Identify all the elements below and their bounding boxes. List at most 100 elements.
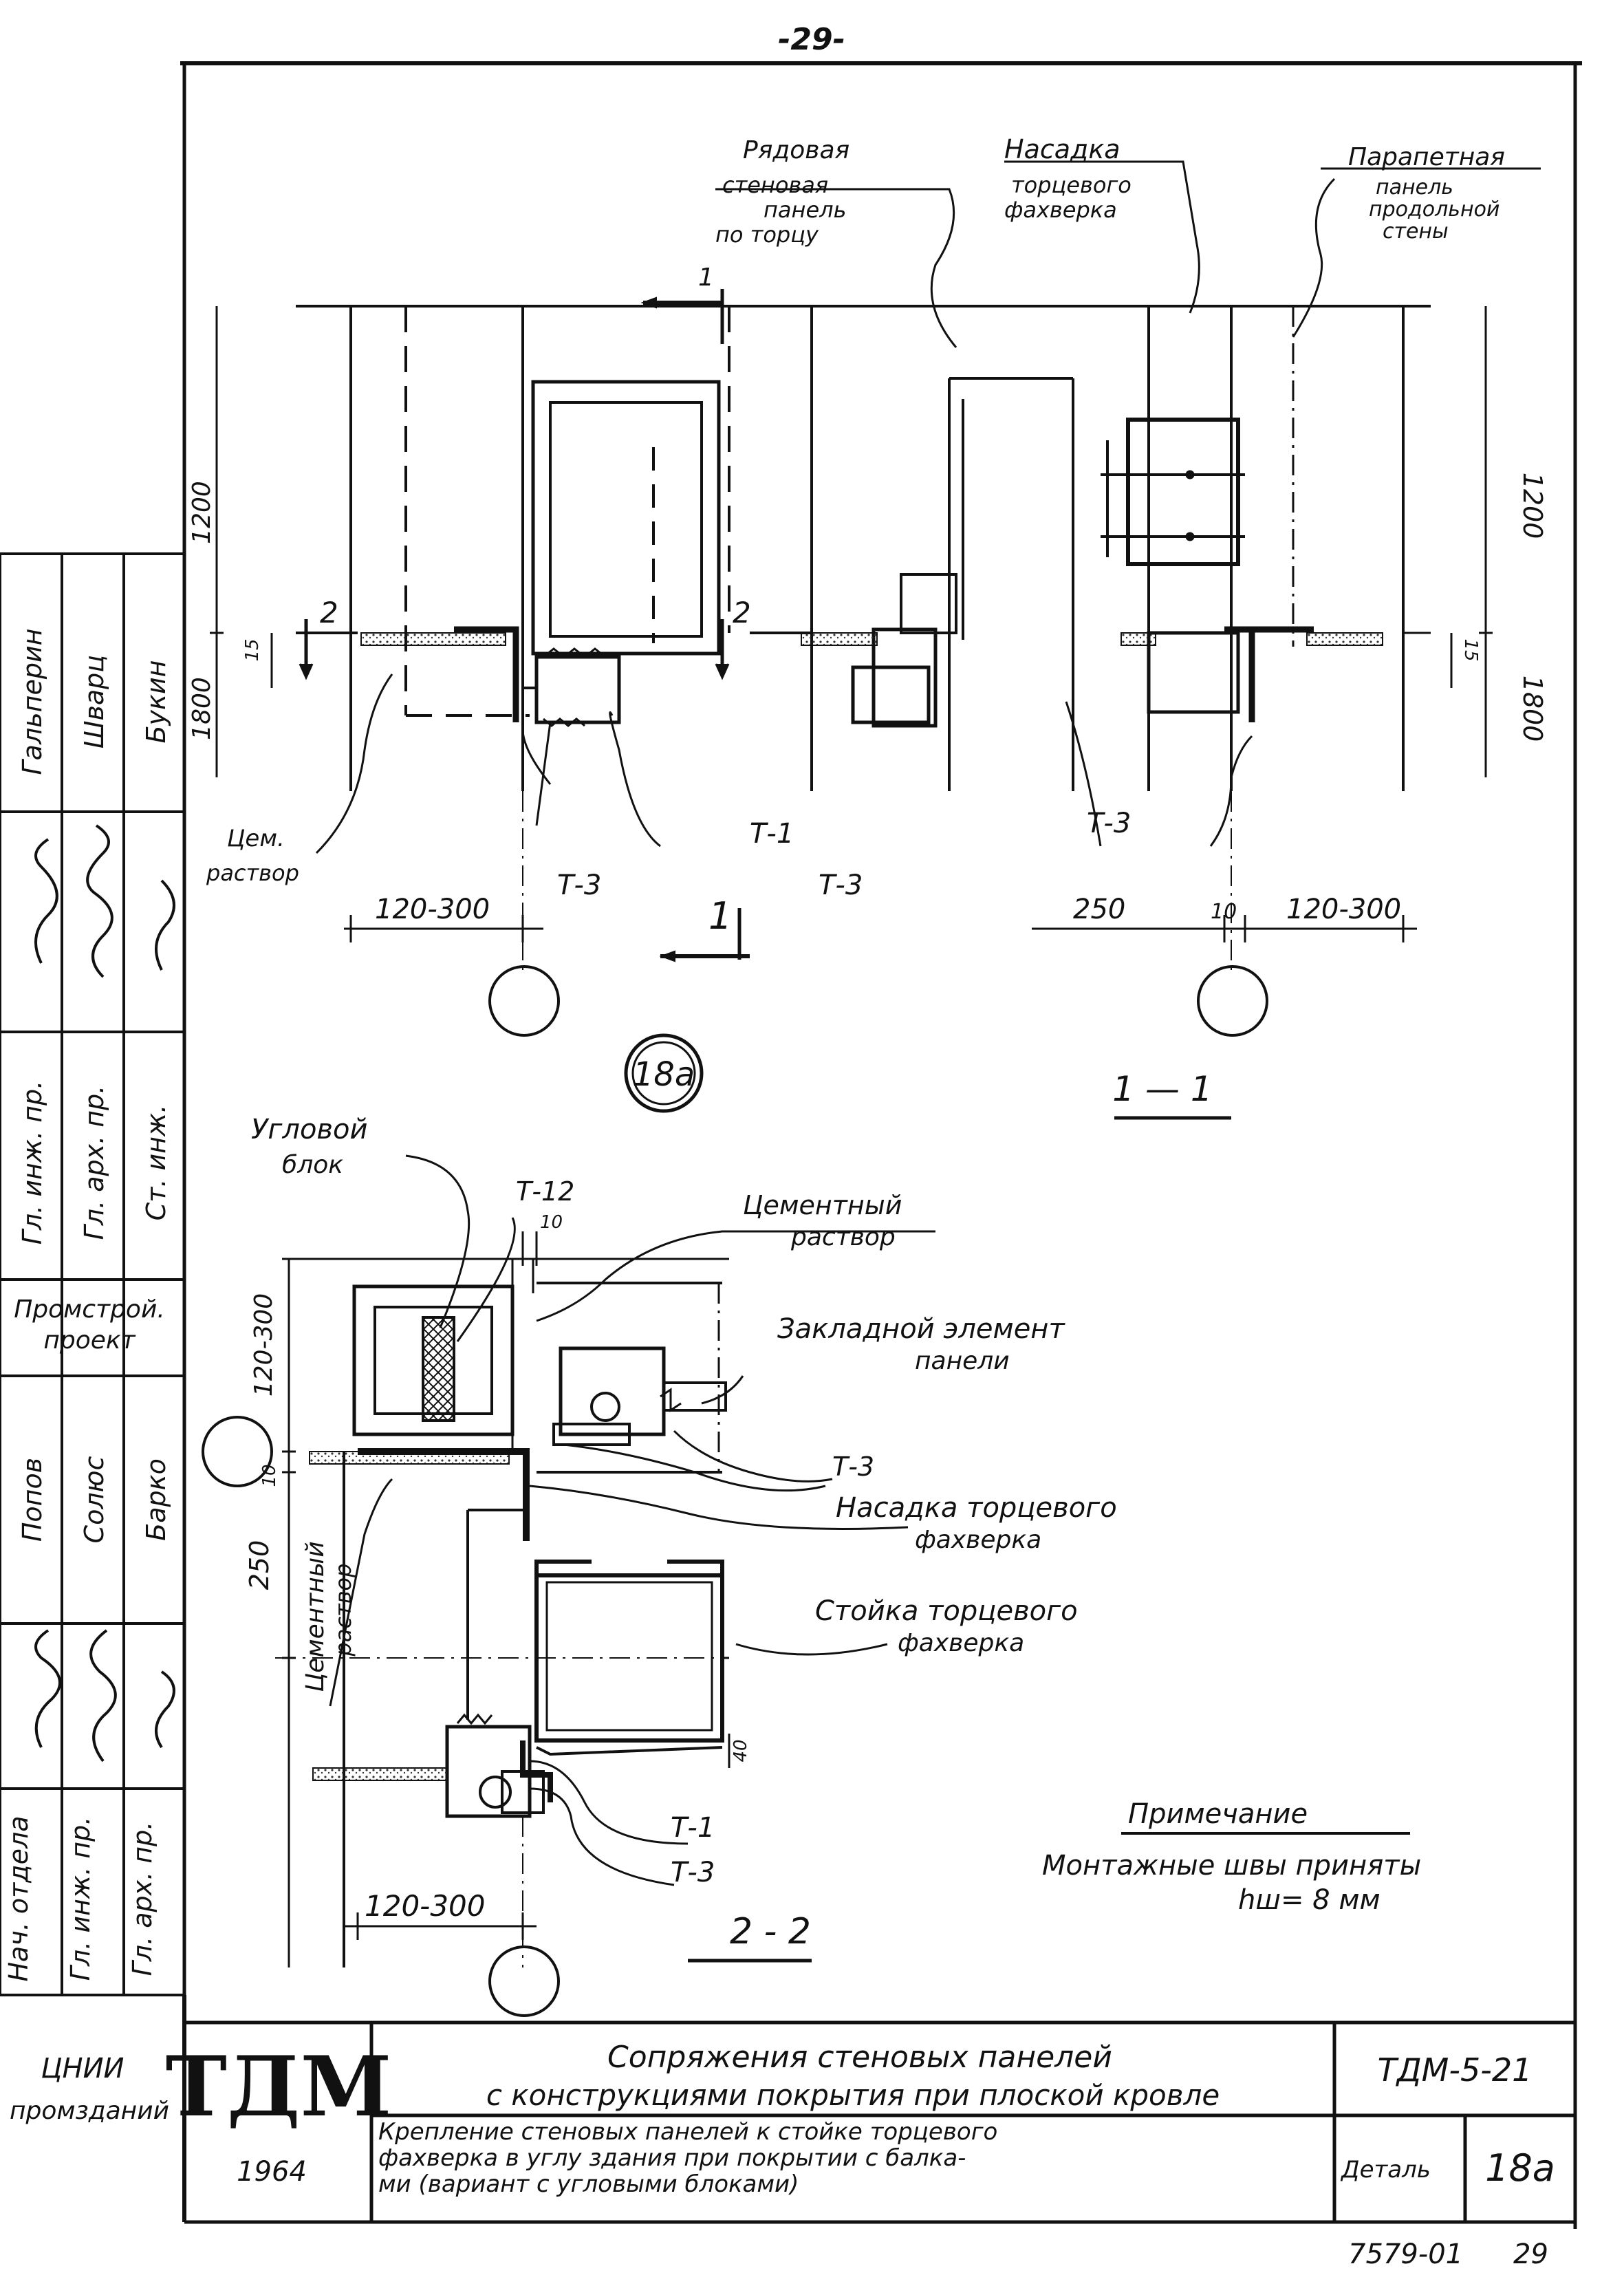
title-logo: ТДМ <box>166 2038 392 2135</box>
stamp-role-upper-3: Ст. инж. <box>141 1105 171 1221</box>
callout-parapet-1: Парапетная <box>1348 143 1505 171</box>
section-1-1 <box>210 160 1541 1037</box>
section-2-2-text: Угловой блок Т-12 10 Цементный раствор З… <box>244 1114 1117 1952</box>
cement-mortar-1: Цем. <box>227 825 285 852</box>
left-stamp <box>0 552 186 1996</box>
stamp-name-2: Солюс <box>79 1456 109 1543</box>
part-t1-center: Т-1 <box>750 818 794 850</box>
cut-2-right: 2 <box>733 596 751 629</box>
cut-1-bottom: 1 <box>708 894 732 938</box>
stamp-role-2: Гл. инж. пр. <box>65 1817 96 1981</box>
stamp-role-3: Гл. арх. пр. <box>127 1822 158 1976</box>
detail-label: Деталь <box>1340 2156 1431 2184</box>
section-1-1-text: Рядовая стеновая панель по торцу Насадка… <box>188 134 1548 1109</box>
callout-parapet-3: продольной <box>1369 197 1500 222</box>
section-2-2-title: 2 - 2 <box>730 1911 811 1952</box>
callout-end-cap-2: торцевого <box>1011 172 1132 198</box>
callout-corner-block-2: блок <box>282 1151 343 1179</box>
note-heading: Примечание <box>1128 1798 1308 1830</box>
dim-top-gap: 10 <box>540 1212 563 1233</box>
stamp-org-upper-1: Промстрой. <box>14 1295 165 1324</box>
dim-v2: 10 <box>259 1464 280 1487</box>
callout-cement-vertical-1: Цементный <box>301 1541 329 1692</box>
note-line-1: Монтажные швы приняты <box>1042 1850 1421 1882</box>
left-stamp-text: Промстрой. проект Гл. инж. пр. Гл. арх. … <box>3 628 171 2125</box>
section-2-2 <box>202 1154 935 2017</box>
title-line-2: с конструкциями покрытия при плоской кро… <box>486 2078 1220 2112</box>
dim-left-upper: 1200 <box>188 481 216 544</box>
detail-mark-badge: 18а <box>624 1033 704 1113</box>
sheet-code: 7579-01 <box>1348 2239 1463 2270</box>
dim-span: 120-300 <box>365 1889 486 1923</box>
note-line-2: hш= 8 мм <box>1238 1884 1381 1916</box>
stamp-role-1: Нач. отдела <box>3 1815 34 1981</box>
stamp-name-1: Попов <box>17 1458 47 1542</box>
stamp-name-upper-1: Гальперин <box>17 628 47 775</box>
stamp-org-upper-2: проект <box>43 1326 136 1355</box>
callout-t3-bottom: Т-3 <box>671 1857 715 1888</box>
stamp-signatures <box>34 824 175 1762</box>
sheet-number: 29 <box>1513 2239 1548 2270</box>
stamp-name-upper-3: Букин <box>141 660 171 743</box>
dim-small: 40 <box>730 1739 751 1762</box>
callout-parapet-4: стены <box>1383 219 1449 244</box>
callout-embedded-1: Закладной элемент <box>777 1313 1065 1345</box>
part-t3-center: Т-3 <box>819 870 863 901</box>
stamp-role-upper-2: Гл. арх. пр. <box>79 1086 109 1240</box>
dim-right-lower: 1800 <box>1517 676 1548 742</box>
stamp-name-3: Барко <box>141 1458 171 1541</box>
title-block <box>184 2020 1575 2224</box>
dim-right-span-b: 10 <box>1211 900 1237 924</box>
dim-right-upper: 1200 <box>1517 473 1548 539</box>
part-t3-right: Т-3 <box>1087 808 1131 839</box>
callout-post-2: фахверка <box>898 1629 1024 1657</box>
title-block-text: ТДМ 1964 Сопряжения стеновых панелей с к… <box>166 2038 1555 2270</box>
subtitle-line-1: Крепление стеновых панелей к стойке торц… <box>378 2118 997 2146</box>
callout-end-cap-1: Насадка <box>1004 134 1120 164</box>
dim-left-span: 120-300 <box>375 894 490 925</box>
callout-ordinary-panel-3: панель <box>764 197 846 223</box>
part-t3-left: Т-3 <box>557 870 601 901</box>
dim-v1: 120-300 <box>250 1293 278 1397</box>
callout-t1: Т-1 <box>671 1812 715 1844</box>
callout-embedded-2: панели <box>915 1347 1010 1375</box>
note-block: Примечание Монтажные швы приняты hш= 8 м… <box>1042 1798 1421 1916</box>
cement-mortar-2: раствор <box>206 860 299 886</box>
dim-right-joint: 15 <box>1460 638 1481 661</box>
callout-cement-1: Цементный <box>743 1190 902 1220</box>
callout-post-1: Стойка торцевого <box>815 1595 1078 1627</box>
dim-right-span-c: 120-300 <box>1286 894 1401 925</box>
stamp-name-upper-2: Шварц <box>79 655 109 748</box>
cut-2-left: 2 <box>320 596 338 629</box>
callout-ordinary-panel-4: по торцу <box>715 222 819 248</box>
callout-t3-top: Т-3 <box>832 1452 874 1482</box>
callout-ordinary-panel-1: Рядовая <box>743 136 849 164</box>
detail-mark-text: 18а <box>633 1055 695 1094</box>
callout-end-cap-2-1: Насадка торцевого <box>836 1492 1117 1524</box>
callout-end-cap-3: фахверка <box>1004 197 1117 223</box>
cut-1-top: 1 <box>698 263 714 292</box>
stamp-org-lower-1: ЦНИИ <box>41 2053 124 2084</box>
stamp-org-lower-2: промзданий <box>10 2097 169 2125</box>
dim-left-lower: 1800 <box>188 677 216 740</box>
title-year: 1964 <box>237 2156 307 2188</box>
callout-cement-vertical-2: раствор <box>330 1564 356 1657</box>
detail-value: 18а <box>1485 2146 1555 2190</box>
page-number: -29- <box>778 22 845 57</box>
callout-t12: Т-12 <box>516 1176 574 1207</box>
dim-left-joint: 15 <box>242 638 263 661</box>
callout-cement-2: раствор <box>790 1223 896 1251</box>
callout-parapet-2: панель <box>1376 175 1453 200</box>
subtitle-line-3: ми (вариант с угловыми блоками) <box>378 2170 799 2198</box>
callout-end-cap-2-2: фахверка <box>915 1526 1041 1554</box>
stamp-role-upper-1: Гл. инж. пр. <box>17 1081 47 1245</box>
section-1-1-title: 1 — 1 <box>1112 1069 1212 1109</box>
subtitle-line-2: фахверка в углу здания при покрытии с ба… <box>378 2144 966 2172</box>
callout-corner-block-1: Угловой <box>251 1114 367 1145</box>
dim-right-span-a: 250 <box>1073 894 1125 925</box>
callout-ordinary-panel-2: стеновая <box>722 172 828 198</box>
dim-v3: 250 <box>244 1540 274 1591</box>
title-line-1: Сопряжения стеновых панелей <box>607 2040 1112 2075</box>
title-code: ТДМ-5-21 <box>1378 2051 1533 2089</box>
